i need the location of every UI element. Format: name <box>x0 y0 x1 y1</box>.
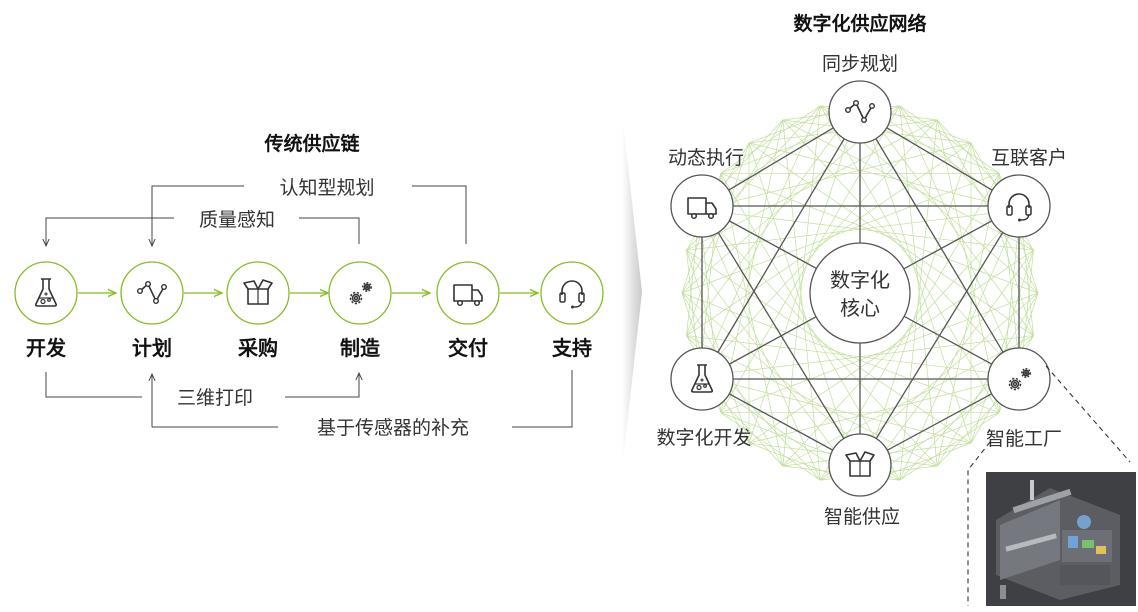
transition-wedge <box>622 112 642 470</box>
mesh-line <box>720 412 821 481</box>
mesh-line <box>859 250 1034 486</box>
mesh-line <box>699 335 1034 377</box>
feedback-lines-bottom <box>45 370 573 428</box>
mesh-line <box>899 105 1000 174</box>
mesh-line <box>699 209 938 467</box>
mesh-line <box>899 119 938 481</box>
mesh-line <box>699 119 938 377</box>
stage-label: 采购 <box>238 336 278 360</box>
core-line2: 核心 <box>840 296 880 320</box>
stage-label: 制造 <box>340 336 381 360</box>
mesh-line <box>782 105 821 467</box>
node-label: 智能工厂 <box>986 428 1062 450</box>
mesh-line <box>720 292 1039 414</box>
stage-develop: 开发 <box>14 261 78 360</box>
node-dynamic-fulfillment: 动态执行 <box>668 147 744 238</box>
mesh-line <box>686 142 972 336</box>
feedback-sensor-replenishment: 基于传感器的补充 <box>317 417 469 439</box>
node-smart-supply: 智能供应 <box>824 433 900 528</box>
node-connected-customer: 互联客户 <box>987 147 1067 238</box>
mesh-line <box>859 142 972 486</box>
mesh-line <box>859 100 972 444</box>
mesh-line <box>782 119 821 481</box>
node-label: 同步规划 <box>822 53 898 75</box>
digital-core: 数字化 核心 <box>809 242 911 344</box>
core-line1: 数字化 <box>830 268 890 292</box>
mesh-line <box>720 105 821 174</box>
mesh-line <box>699 209 1034 251</box>
mesh-line <box>686 250 750 444</box>
mesh-line <box>681 172 1000 294</box>
mesh-line <box>686 142 750 336</box>
node-label: 数字化开发 <box>656 427 751 449</box>
feedback-lines-top <box>46 185 467 246</box>
mesh-line <box>782 119 1021 377</box>
mesh-line <box>686 335 1021 377</box>
mesh-line <box>970 142 1034 336</box>
mesh-line <box>970 250 1034 444</box>
stage-label: 支持 <box>552 336 592 360</box>
mesh-line <box>748 142 861 486</box>
mesh-line <box>720 173 900 481</box>
feedback-quality-sensing: 质量感知 <box>199 209 275 231</box>
mesh-line <box>820 173 1000 481</box>
factory-callout-lines <box>967 365 1131 606</box>
mesh-line <box>686 250 972 444</box>
node-label: 动态执行 <box>668 147 744 169</box>
mesh-line <box>748 100 861 444</box>
mesh-line <box>820 105 1000 413</box>
mesh-line <box>899 412 1000 481</box>
mesh-line <box>720 172 1039 294</box>
feedback-3d-printing: 三维打印 <box>177 387 253 409</box>
traditional-title: 传统供应链 <box>263 132 359 155</box>
stage-make: 制造 <box>328 261 392 360</box>
mesh-line <box>681 292 1000 414</box>
mesh-line <box>782 209 1021 467</box>
stage-label: 计划 <box>132 336 172 360</box>
smart-factory-illustration <box>986 472 1136 606</box>
node-smart-factory: 智能工厂 <box>986 347 1062 450</box>
stage-deliver: 交付 <box>436 261 500 360</box>
stage-label: 交付 <box>448 336 488 360</box>
node-label: 互联客户 <box>991 147 1067 169</box>
node-label: 智能供应 <box>824 506 900 528</box>
mesh-line <box>899 209 1021 481</box>
stage-label: 开发 <box>26 336 67 360</box>
mesh-line <box>748 250 1034 444</box>
node-digital-development: 数字化开发 <box>656 347 752 449</box>
mesh-line <box>720 105 900 413</box>
feedback-cognitive-planning: 认知型规划 <box>279 177 374 199</box>
mesh-line <box>686 209 1021 251</box>
stage-source: 采购 <box>226 261 290 360</box>
mesh-line <box>748 142 1034 336</box>
mesh-line <box>899 105 938 467</box>
stage-plan: 计划 <box>120 261 184 360</box>
stage-support: 支持 <box>540 261 604 360</box>
network-title: 数字化供应网络 <box>793 12 926 35</box>
node-synchronized-planning: 同步规划 <box>822 53 898 144</box>
